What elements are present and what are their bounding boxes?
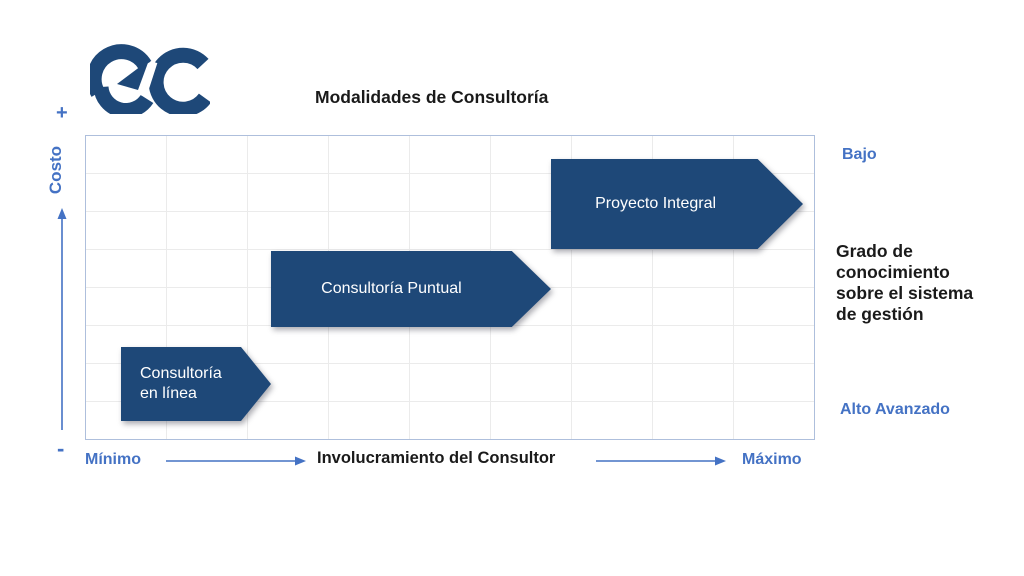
arrow-shape: Consultoría Puntual	[271, 251, 551, 327]
x-axis-label: Involucramiento del Consultor	[317, 449, 556, 467]
logo-white-slash	[139, 60, 158, 98]
modality-label: Proyecto Integral	[595, 195, 717, 212]
arrow-shape: Proyecto Integral	[551, 159, 803, 249]
logo-c-arc	[148, 47, 210, 114]
knowledge-axis-label: Grado de conocimiento sobre el sistema d…	[836, 241, 974, 324]
cost-axis-plus-sign: +	[56, 102, 68, 124]
knowledge-level-high-label: Alto Avanzado	[840, 401, 950, 418]
slide-title: Modalidades de Consultoría	[315, 87, 549, 107]
cost-axis-label: Costo	[46, 145, 65, 195]
modality-label: Consultoría Puntual	[321, 280, 462, 297]
logo-g-wedge	[117, 60, 149, 90]
modality-arrow-consultoria-puntual: Consultoría Puntual	[271, 251, 551, 327]
arrow-shape: Consultoría en línea	[121, 347, 271, 421]
x-axis-max-label: Máximo	[742, 451, 802, 468]
gc-logo	[90, 44, 210, 114]
logo-g-bottom-arc	[93, 86, 154, 114]
knowledge-level-low-label: Bajo	[842, 146, 877, 163]
modality-arrow-consultoria-en-linea: Consultoría en línea	[121, 347, 271, 421]
cost-axis-arrow-icon	[57, 208, 67, 430]
x-axis-arrow-left-icon	[166, 456, 306, 466]
modality-label: Consultoría en línea	[140, 365, 222, 402]
cost-axis-minus-sign: -	[57, 436, 65, 461]
x-axis-arrow-right-icon	[596, 456, 726, 466]
x-axis-min-label: Mínimo	[85, 451, 141, 468]
modality-arrow-proyecto-integral: Proyecto Integral	[551, 159, 803, 249]
logo-g-top-arc	[90, 44, 152, 97]
